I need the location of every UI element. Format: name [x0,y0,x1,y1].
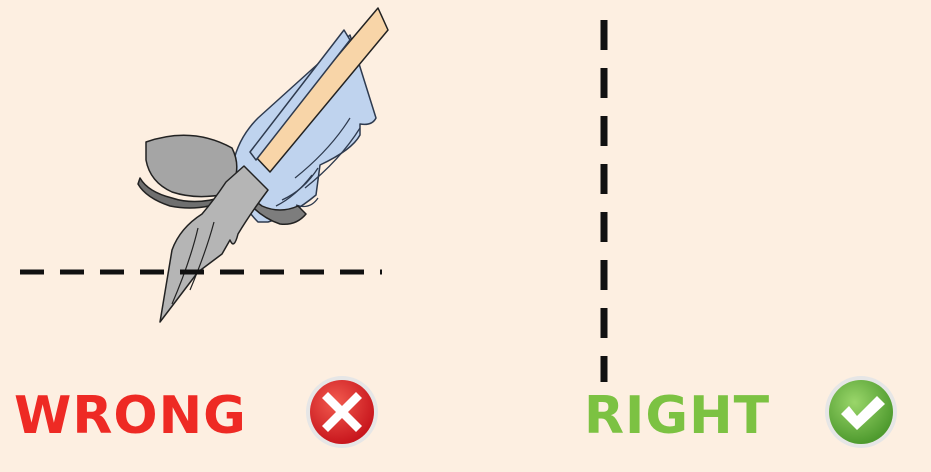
checkmark-icon [821,372,901,452]
wrong-example-panel: WRONG [0,0,465,472]
right-example-panel: RIGHT [465,0,931,472]
wrong-label: WRONG [14,390,247,442]
right-label: RIGHT [584,390,770,442]
x-icon [302,372,382,452]
